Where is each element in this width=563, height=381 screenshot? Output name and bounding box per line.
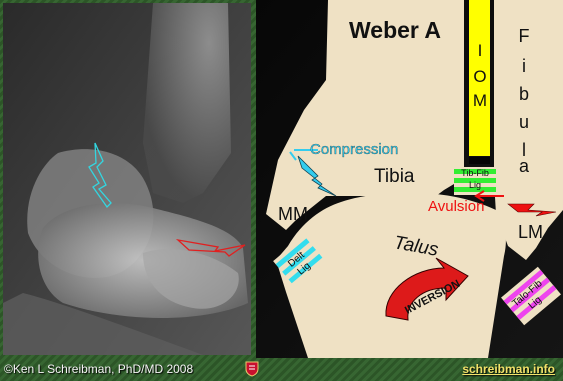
fibula-letter: u (519, 112, 529, 132)
xray-image (3, 3, 251, 355)
compression-label: Compression (310, 141, 398, 158)
website-link[interactable]: schreibman.info (462, 362, 555, 376)
iom-letter: O (473, 67, 486, 86)
university-seal-icon (245, 361, 259, 377)
tibia-label: Tibia (374, 166, 415, 187)
diagram-title: Weber A (349, 17, 441, 43)
iom-bottom-bar (469, 157, 490, 164)
tib-fib-lig-label: Tib-Fib (461, 168, 489, 178)
fibula-letter: b (519, 84, 529, 104)
footer: ©Ken L Schreibman, PhD/MD 2008 schreibma… (0, 358, 563, 381)
fibula-letter: a (519, 156, 530, 176)
weber-diagram: Weber A I O M F i b u l a Compression Ti… (256, 0, 563, 358)
tib-fib-lig-label: Lig (469, 180, 481, 190)
copyright-credit: ©Ken L Schreibman, PhD/MD 2008 (4, 362, 193, 376)
mm-label: MM (278, 204, 308, 224)
lm-label: LM (518, 222, 543, 242)
iom-letter: M (473, 91, 487, 110)
avulsion-label: Avulsion (428, 198, 484, 215)
iom-letter: I (478, 41, 483, 60)
fibula-letter: F (519, 26, 530, 46)
fibula-letter: i (522, 56, 526, 76)
